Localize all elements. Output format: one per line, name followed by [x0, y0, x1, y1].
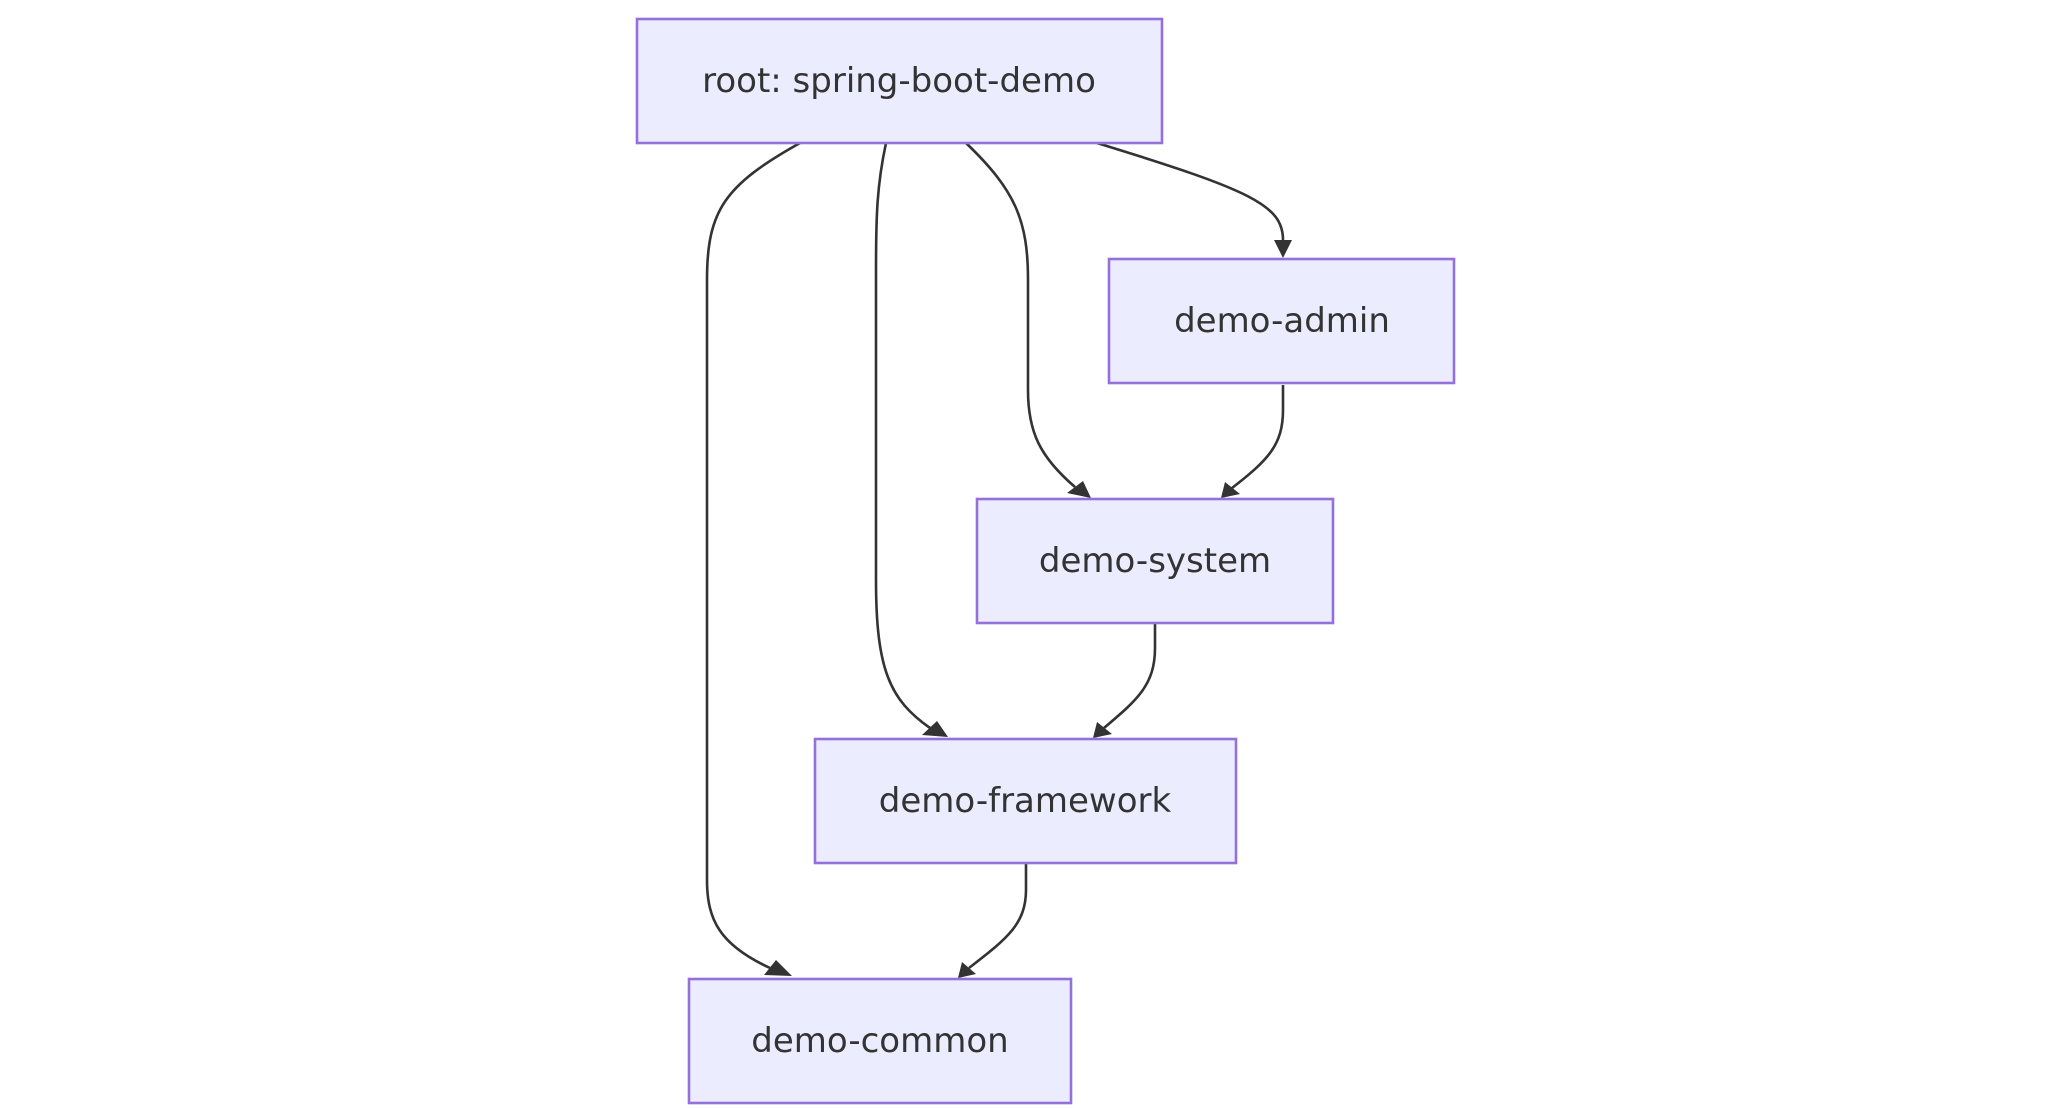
node-common-box: [687, 977, 1073, 1105]
node-common-label: demo-common: [751, 1021, 1008, 1061]
node-admin-box: [1107, 257, 1456, 385]
node-admin-label: demo-admin: [1174, 301, 1390, 341]
node-framework: demo-framework: [813, 737, 1238, 865]
edge-root-to-common: [705, 141, 801, 970]
node-admin: demo-admin: [1107, 257, 1456, 385]
node-root: root: spring-boot-demo: [635, 17, 1164, 145]
arrowhead-root-to-system: [1067, 481, 1091, 498]
edge-root-to-system: [965, 142, 1076, 488]
node-system-box: [975, 497, 1335, 625]
node-root-box: [635, 17, 1164, 145]
node-root-label: root: spring-boot-demo: [702, 61, 1096, 101]
arrowhead-root-to-admin: [1274, 240, 1292, 258]
node-framework-box: [813, 737, 1238, 865]
edge-admin-to-system: [1231, 385, 1285, 490]
edges: [705, 141, 1292, 978]
edge-system-to-framework: [1103, 624, 1157, 729]
arrowhead-system-to-framework: [1093, 722, 1112, 738]
edge-framework-to-common: [968, 864, 1028, 970]
node-system-label: demo-system: [1039, 541, 1271, 581]
node-common: demo-common: [687, 977, 1073, 1105]
arrowhead-admin-to-system: [1221, 482, 1240, 498]
arrowhead-framework-to-common: [958, 962, 976, 978]
arrowhead-root-to-framework: [922, 721, 948, 737]
node-framework-label: demo-framework: [879, 781, 1172, 821]
arrowhead-root-to-common: [764, 960, 792, 976]
edge-root-to-admin: [1096, 141, 1285, 241]
node-system: demo-system: [975, 497, 1335, 625]
edge-root-to-framework: [874, 142, 931, 730]
